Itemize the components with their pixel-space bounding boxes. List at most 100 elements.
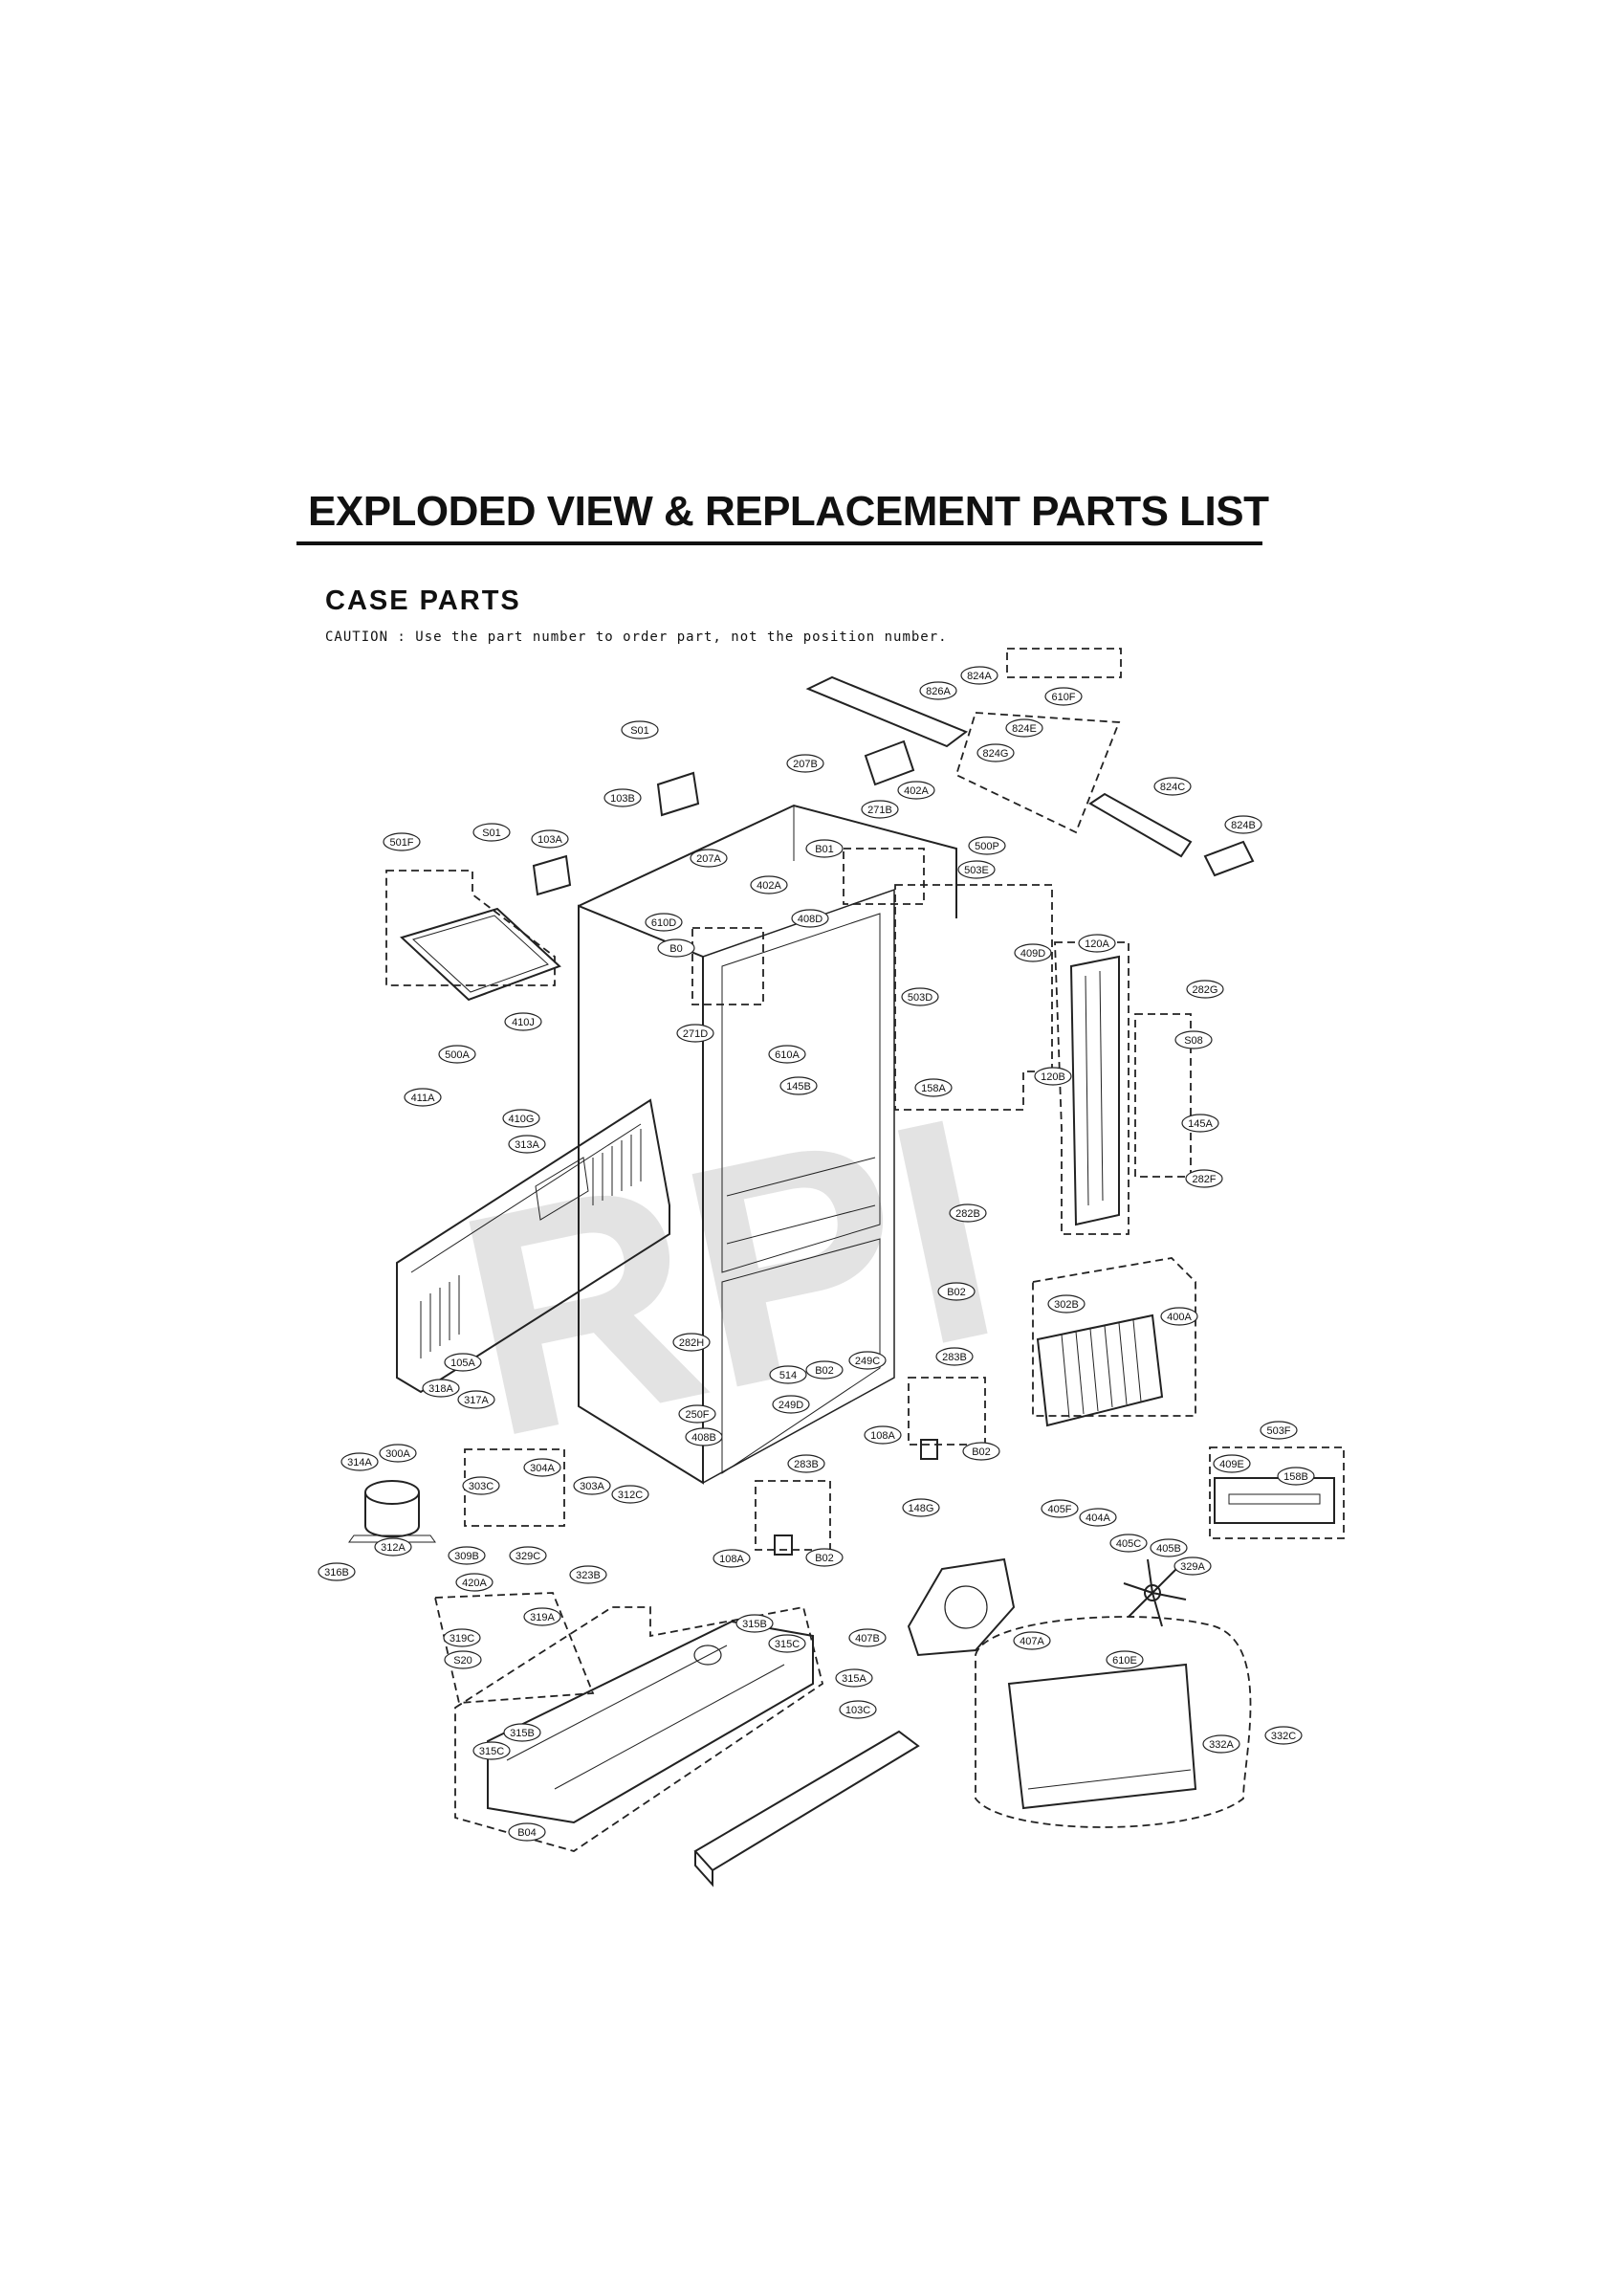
callout-label: 303C [469,1481,493,1492]
callout-label: 207A [696,853,721,865]
callout-label: 108A [719,1554,744,1565]
callout-label: 503F [1266,1425,1290,1437]
callout-s08: S08 [1174,1030,1213,1049]
condenser-302B [1036,1314,1164,1427]
callout-610a: 610A [768,1045,806,1064]
callout-label: S01 [630,725,649,737]
callout-411a: 411A [404,1088,442,1107]
callout-610d: 610D [645,913,683,932]
callout-label: 312A [381,1542,406,1554]
compressor-300A [348,1480,436,1543]
callout-label: 158A [921,1083,946,1094]
base-plate-315A [487,1620,814,1824]
callout-label: 409E [1219,1459,1244,1470]
callout-332c: 332C [1264,1726,1303,1745]
callout-label: 405F [1047,1504,1071,1515]
fan-duct-407B [907,1557,1016,1657]
callout-label: B01 [815,844,834,855]
callout-319a: 319A [523,1607,561,1626]
callout-label: B02 [815,1553,834,1564]
callout-label: 404A [1086,1512,1110,1524]
callout-label: 120A [1085,938,1109,950]
callout-282f: 282F [1185,1169,1223,1188]
section-heading: CASE PARTS [325,585,521,616]
title-rule [296,541,1262,545]
callout-label: 407B [855,1633,880,1645]
callout-label: 271D [683,1028,708,1040]
callout-503f: 503F [1260,1421,1298,1440]
callout-label: 514 [779,1370,797,1381]
callout-label: 407A [1020,1636,1044,1647]
callout-label: 315C [775,1639,800,1650]
callout-label: 410G [509,1114,535,1125]
callout-label: B02 [947,1287,966,1298]
front-cover-103C [693,1730,920,1888]
callout-103b: 103B [603,788,642,807]
callout-500a: 500A [438,1045,476,1064]
callout-label: 282G [1193,984,1218,996]
callout-label: 402A [904,785,929,797]
filter-tray-503F [1214,1477,1335,1524]
callout-label: 610A [775,1049,800,1061]
callout-label: 207B [793,759,818,770]
callout-label: 332A [1209,1739,1234,1751]
callout-158b: 158B [1277,1467,1315,1486]
callout-315c: 315C [472,1741,511,1760]
callout-302b: 302B [1047,1294,1086,1314]
callout-329c: 329C [509,1546,547,1565]
callout-420a: 420A [455,1573,493,1592]
callout-b02: B02 [962,1442,1000,1461]
callout-label: 249C [855,1356,880,1367]
callout-label: 503D [908,992,932,1004]
callout-b0: B0 [657,938,695,958]
callout-layer: 826A824A610F824E824G824C824BS01207B402A1… [318,666,1315,1842]
callout-label: 148G [909,1503,934,1514]
callout-label: 316B [324,1567,349,1578]
housing-332A [1007,1663,1197,1810]
callout-405f: 405F [1041,1499,1079,1518]
callout-b02: B02 [937,1282,976,1301]
callout-label: 503E [964,865,989,876]
callout-409e: 409E [1213,1454,1251,1473]
callout-503e: 503E [957,860,996,879]
callout-label: S08 [1184,1035,1203,1047]
callout-826a: 826A [919,681,957,700]
callout-label: 300A [385,1448,410,1460]
callout-410g: 410G [502,1109,540,1128]
callout-label: 610E [1112,1655,1137,1667]
callout-407a: 407A [1013,1631,1051,1650]
callout-824e: 824E [1005,718,1043,738]
callout-249d: 249D [772,1395,810,1414]
callout-103a: 103A [531,829,569,849]
callout-label: 105A [450,1358,475,1369]
callout-319c: 319C [443,1628,481,1647]
callout-label: 329C [515,1551,540,1562]
callout-label: 103C [845,1705,870,1716]
callout-318a: 318A [422,1379,460,1398]
callout-label: 824G [983,748,1009,760]
callout-label: 501F [389,837,413,849]
callout-303a: 303A [573,1476,611,1495]
callout-b04: B04 [508,1822,546,1842]
callout-s20: S20 [444,1650,482,1669]
callout-b02: B02 [805,1360,844,1380]
callout-label: B02 [815,1365,834,1377]
callout-824b: 824B [1224,815,1262,834]
callout-label: 282H [679,1337,704,1349]
callout-329a: 329A [1173,1556,1212,1576]
callout-312a: 312A [374,1537,412,1556]
callout-402a: 402A [750,875,788,894]
callout-label: 302B [1054,1299,1079,1311]
callout-label: 315C [479,1746,504,1757]
callout-label: 282B [955,1208,980,1220]
bracket-826A [805,675,969,786]
callout-402a: 402A [897,781,935,800]
callout-148g: 148G [902,1498,940,1517]
back-cover-313A [396,1098,670,1394]
callout-label: 145A [1188,1118,1213,1130]
callout-label: 409D [1020,948,1045,960]
callout-103c: 103C [839,1700,877,1719]
caution-note: CAUTION : Use the part number to order p… [325,629,948,645]
callout-250f: 250F [678,1404,716,1424]
